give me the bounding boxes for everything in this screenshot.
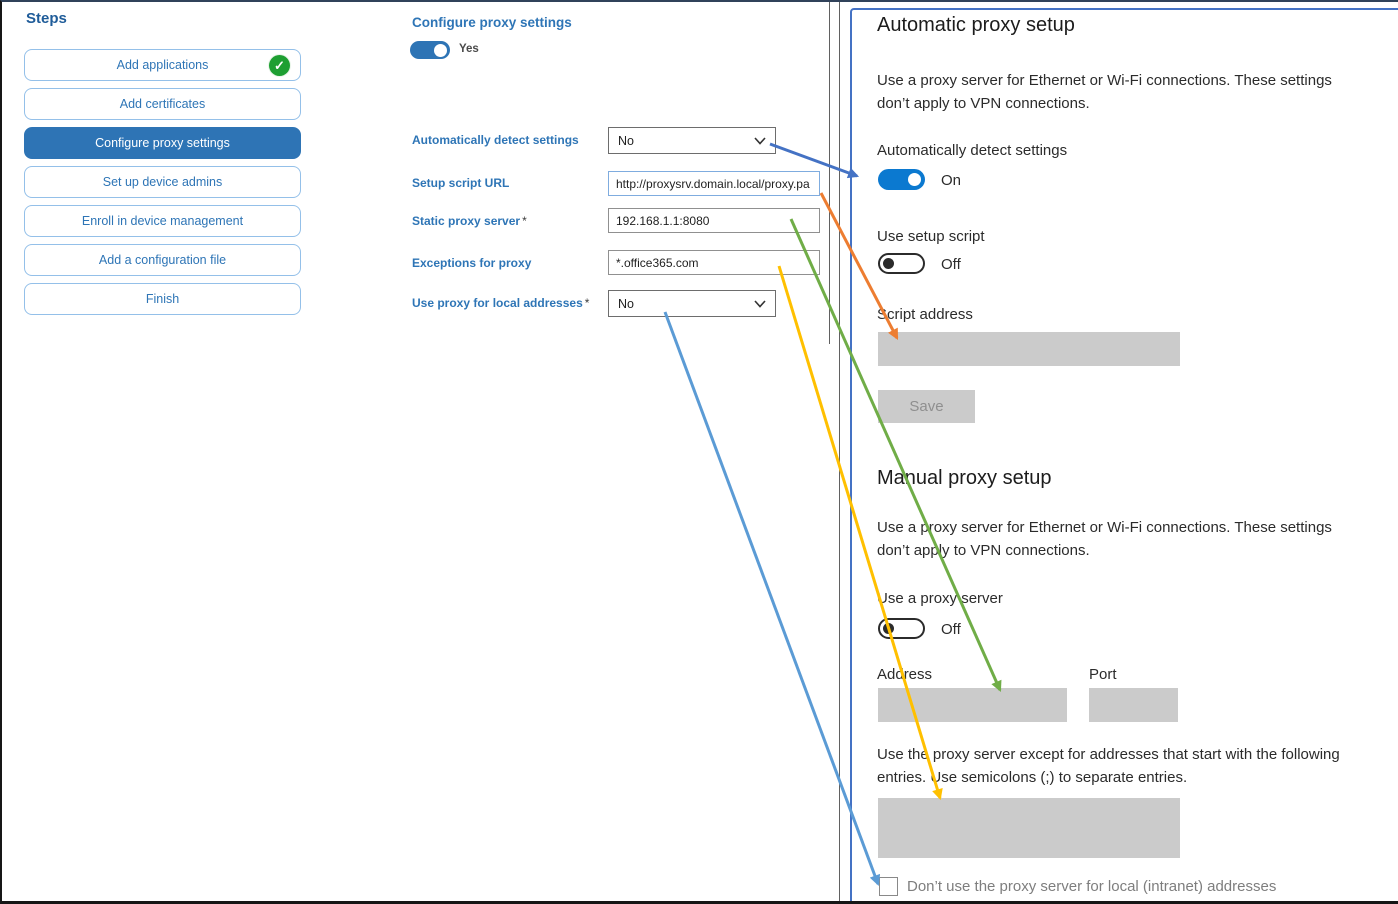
step-enroll-device-management[interactable]: Enroll in device management [24,205,301,237]
divider-line [839,2,840,901]
step-configure-proxy-settings[interactable]: Configure proxy settings [24,127,301,159]
configure-proxy-toggle-label: Yes [459,43,479,55]
check-glyph: ✓ [274,57,285,73]
select-automatically-detect[interactable]: No [608,127,776,154]
port-field[interactable] [1089,688,1178,722]
use-setup-script-label: Use setup script [877,228,985,245]
required-asterisk: * [522,214,527,228]
step-label: Configure proxy settings [95,136,230,150]
label-setup-script-url: Setup script URL [412,176,510,190]
step-add-applications[interactable]: Add applications ✓ [24,49,301,81]
detect-settings-toggle[interactable] [878,169,925,190]
divider-line [829,2,830,344]
manual-proxy-heading: Manual proxy setup [877,467,1052,489]
required-asterisk: * [584,296,590,310]
label-use-proxy-local: Use proxy for local addresses* [412,296,589,310]
select-value: No [618,296,634,311]
automatic-proxy-description: Use a proxy server for Ethernet or Wi-Fi… [877,72,1332,112]
chevron-down-icon [754,137,766,145]
input-static-proxy-server[interactable] [608,208,820,233]
chevron-down-icon [754,300,766,308]
use-proxy-server-toggle[interactable] [878,618,925,639]
save-button[interactable]: Save [878,390,975,423]
step-label: Finish [145,292,180,306]
port-label: Port [1089,666,1117,683]
address-field[interactable] [878,688,1067,722]
use-setup-script-state: Off [941,256,961,273]
use-proxy-server-state: Off [941,621,961,638]
step-add-certificates[interactable]: Add certificates [24,88,301,120]
configure-proxy-toggle[interactable] [410,41,450,59]
address-label: Address [877,666,933,683]
use-setup-script-toggle[interactable] [878,253,925,274]
proxy-exceptions-field[interactable] [878,798,1180,858]
step-label: Add applications [116,58,209,72]
form-heading: Configure proxy settings [412,15,572,30]
step-label: Add certificates [119,97,206,111]
step-finish[interactable]: Finish [24,283,301,315]
script-address-field[interactable] [878,332,1180,366]
script-address-label: Script address [877,306,973,323]
input-setup-script-url[interactable] [608,171,820,196]
step-label: Add a configuration file [98,253,227,267]
step-label: Set up device admins [102,175,223,189]
step-completed-check-icon: ✓ [269,55,290,76]
label-text: Static proxy server [412,214,521,228]
detect-settings-label: Automatically detect settings [877,142,1068,159]
automatic-proxy-heading: Automatic proxy setup [877,14,1075,36]
select-use-proxy-local[interactable]: No [608,290,776,317]
use-proxy-server-label: Use a proxy server [877,590,1003,607]
step-set-up-device-admins[interactable]: Set up device admins [24,166,301,198]
manual-proxy-description: Use a proxy server for Ethernet or Wi-Fi… [877,519,1332,559]
input-exceptions-for-proxy[interactable] [608,250,820,275]
steps-title: Steps [26,10,67,27]
label-automatically-detect: Automatically detect settings [412,133,579,147]
label-text: Use proxy for local addresses [412,296,583,310]
bypass-local-checkbox-label: Don’t use the proxy server for local (in… [907,878,1277,895]
arrow-use-proxy-local [663,311,881,887]
detect-settings-state: On [941,172,962,189]
select-value: No [618,133,634,148]
step-label: Enroll in device management [81,214,244,228]
bypass-local-checkbox[interactable] [879,877,898,896]
label-exceptions-for-proxy: Exceptions for proxy [412,256,532,270]
step-add-configuration-file[interactable]: Add a configuration file [24,244,301,276]
proxy-exceptions-description: Use the proxy server except for addresse… [877,746,1340,786]
label-static-proxy-server: Static proxy server* [412,214,527,228]
